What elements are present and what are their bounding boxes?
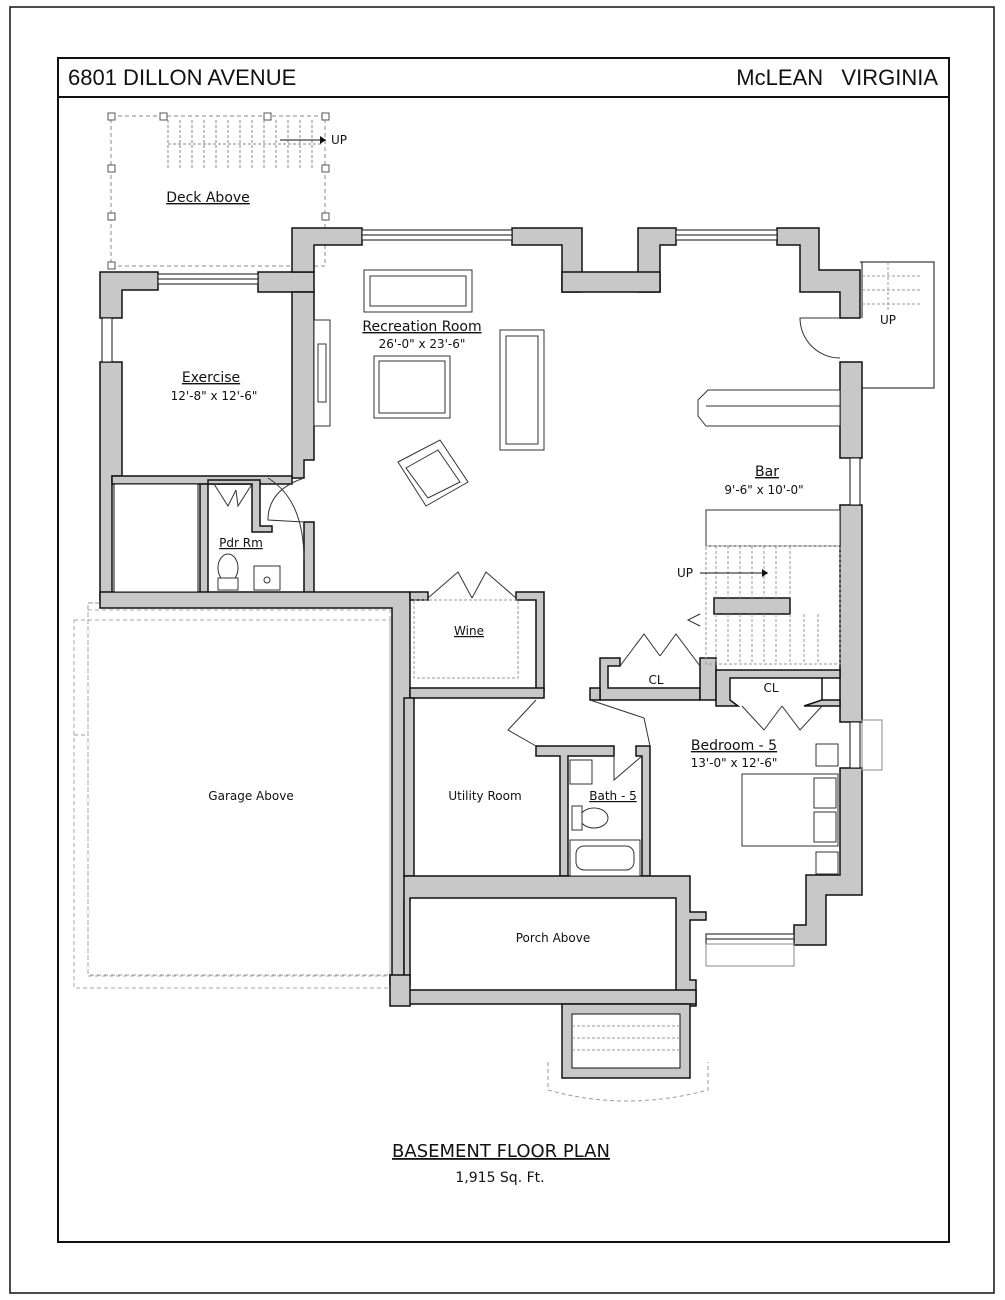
walls (99, 227, 863, 1079)
deck-stair-up-label: UP (331, 133, 347, 147)
right-stair-up-label: UP (880, 313, 896, 327)
door-swings (213, 317, 841, 782)
room-cl1-name: CL (648, 673, 663, 687)
plan-area: 1,915 Sq. Ft. (455, 1170, 544, 1186)
deck-posts (107, 112, 330, 270)
plan-title: BASEMENT FLOOR PLAN (392, 1141, 610, 1162)
room-bedroom-name: Bedroom - 5 (691, 738, 777, 754)
powder-room-fixtures (217, 553, 281, 591)
coffee-table (373, 355, 451, 419)
garage-outline-outer (73, 619, 391, 989)
interior-stair-arrowhead (762, 569, 768, 577)
title-frame (57, 57, 950, 1243)
interior-stair-up-label: UP (677, 566, 693, 580)
room-wine-name: Wine (454, 624, 484, 638)
room-cl2-name: CL (763, 681, 778, 695)
room-garage-name: Garage Above (208, 789, 293, 803)
room-exercise-name: Exercise (182, 370, 240, 386)
window-mullions (158, 234, 794, 940)
deck-stairs (167, 120, 322, 170)
wine-rack (413, 599, 519, 679)
room-utility-name: Utility Room (448, 789, 521, 803)
deck-outline (110, 115, 326, 267)
bath-fixtures (569, 759, 641, 877)
room-exercise-dims: 12'-8" x 12'-6" (171, 389, 258, 403)
outer-border (9, 6, 995, 1294)
bed (741, 743, 839, 875)
deck-stair-arrowhead (320, 136, 326, 144)
room-bar-name: Bar (755, 464, 779, 480)
front-stoop-arc (547, 1062, 709, 1102)
sofa-top (363, 269, 473, 313)
room-pdr-name: Pdr Rm (219, 536, 263, 550)
room-bedroom-dims: 13'-0" x 12'-6" (691, 756, 778, 770)
deck-label: Deck Above (166, 190, 250, 206)
room-recreation-name: Recreation Room (362, 319, 481, 335)
bar-counter (697, 389, 841, 427)
fireplace (313, 319, 331, 427)
bar-back-counter (705, 509, 841, 547)
garage-outline-inner (87, 609, 391, 977)
location-title: McLEAN VIRGINIA (736, 65, 938, 90)
room-bar-dims: 9'-6" x 10'-0" (724, 483, 803, 497)
window-well-right (861, 719, 883, 771)
right-exterior-stair (860, 261, 935, 389)
storage-closet (113, 483, 199, 593)
room-recreation-dims: 26'-0" x 23'-6" (379, 337, 466, 351)
front-stair-treads (572, 1025, 680, 1051)
sofa-right (499, 329, 545, 451)
armchair (397, 439, 469, 507)
room-porch-name: Porch Above (516, 931, 591, 945)
address-title: 6801 DILLON AVENUE (68, 65, 296, 90)
window-well-bottom (705, 943, 795, 967)
room-bath-name: Bath - 5 (589, 789, 637, 803)
